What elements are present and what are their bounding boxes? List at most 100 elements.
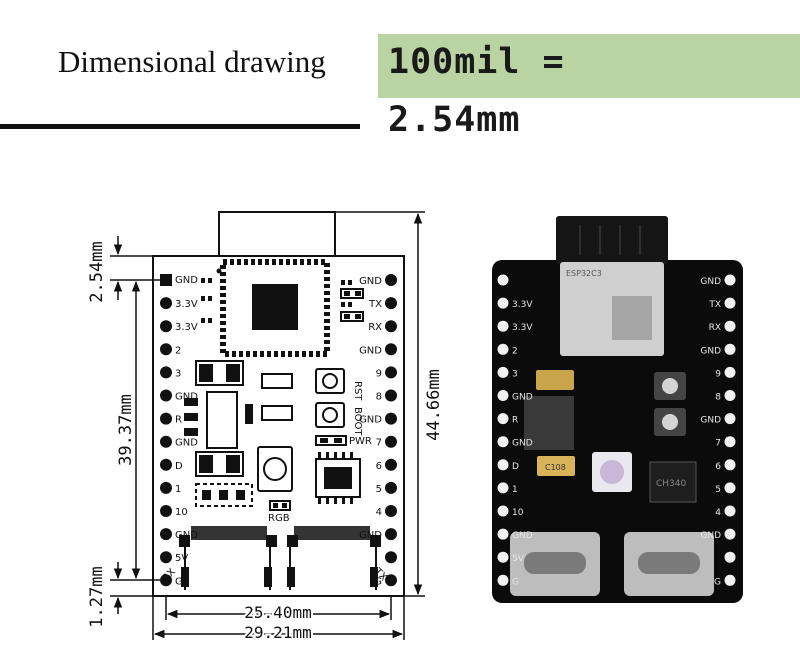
right-pin-header bbox=[385, 274, 397, 587]
dim-body-height: 39.37mm bbox=[116, 394, 136, 466]
right-pin-label: GND bbox=[359, 415, 382, 426]
photo-right-pin-label: 7 bbox=[715, 439, 721, 449]
right-pin bbox=[385, 320, 397, 333]
right-pin-label: RX bbox=[368, 322, 382, 333]
photo-pcb bbox=[492, 260, 743, 603]
right-pin bbox=[385, 458, 397, 471]
photo-right-pin-label: GND bbox=[700, 277, 721, 287]
buttons bbox=[257, 368, 345, 492]
photo-left-pin-label: 2 bbox=[512, 346, 518, 356]
left-pin bbox=[160, 412, 172, 425]
esp-module bbox=[216, 259, 330, 357]
right-pin bbox=[385, 574, 397, 587]
photo-rgb-led-lens bbox=[600, 460, 624, 484]
left-pin bbox=[160, 505, 172, 517]
right-pin-label: TX bbox=[368, 299, 382, 310]
diode-pads bbox=[195, 483, 291, 511]
photo-right-pin-label: 9 bbox=[715, 369, 721, 379]
regulator-area bbox=[184, 360, 253, 477]
right-pin-label: 9 bbox=[376, 368, 382, 379]
photo-regulator bbox=[524, 396, 574, 450]
right-pin bbox=[385, 505, 397, 517]
dim-top-pitch: 2.54mm bbox=[87, 241, 107, 302]
photo-ch340-label: CH340 bbox=[656, 479, 687, 489]
photo-right-pin bbox=[724, 343, 736, 355]
photo-right-pin-label: GND bbox=[700, 531, 721, 541]
photo-usb-ports bbox=[510, 532, 714, 596]
title-underline bbox=[0, 124, 360, 129]
photo-left-pin-label: 5V bbox=[512, 554, 525, 564]
photo-right-pin-label: 8 bbox=[715, 393, 721, 403]
dimension-labels: 2.54mm 39.37mm 1.27mm 44.66mm 25.40mm 29… bbox=[87, 241, 444, 644]
photo-left-pin bbox=[497, 413, 509, 425]
dim-total-height: 44.66mm bbox=[424, 369, 444, 441]
left-pin-label: GND bbox=[175, 438, 198, 449]
left-pin-label: D bbox=[175, 461, 183, 472]
dimension-lines bbox=[110, 211, 425, 640]
photo-right-pin-label: 4 bbox=[715, 508, 721, 518]
photo-right-pin-label: TX bbox=[708, 300, 721, 310]
photo-ch340 bbox=[649, 461, 697, 503]
right-pin-label: GND bbox=[359, 276, 382, 287]
right-pin bbox=[385, 551, 397, 564]
photo-left-pin-label: GND bbox=[512, 393, 533, 403]
right-pin bbox=[385, 366, 397, 379]
photo-left-pin-label: 10 bbox=[512, 508, 524, 518]
photo-left-pin-label: GND bbox=[512, 531, 533, 541]
dim-board-width: 29.21mm bbox=[244, 623, 311, 642]
left-pin-label: 5V bbox=[175, 553, 188, 564]
photo-left-pin-label: 3 bbox=[512, 369, 518, 379]
photo-antenna-lines bbox=[579, 225, 641, 255]
equation-line-2: 2.54mm bbox=[388, 100, 521, 140]
photo-right-pin bbox=[724, 505, 736, 517]
photo-capacitor bbox=[536, 370, 574, 390]
equation-box bbox=[378, 34, 800, 98]
photo-left-pin bbox=[497, 343, 509, 355]
photo-left-pin-label: 1 bbox=[512, 485, 518, 495]
photo-led-label: C108 bbox=[545, 463, 566, 472]
left-pin bbox=[160, 343, 172, 356]
right-pin bbox=[385, 412, 397, 425]
left-pin-label: 1 bbox=[175, 484, 181, 495]
photo-esp-qr bbox=[612, 296, 652, 340]
left-pin-label: GND bbox=[175, 530, 198, 541]
photo-right-pin bbox=[724, 274, 736, 286]
photo-esp-label: ESP32C3 bbox=[566, 269, 602, 278]
left-pin-label: GND bbox=[175, 392, 198, 403]
photo-right-pin bbox=[724, 366, 736, 378]
left-pin bbox=[160, 551, 172, 564]
dim-bottom-pitch: 1.27mm bbox=[87, 566, 107, 627]
left-pin-square bbox=[160, 274, 172, 286]
left-pin bbox=[160, 366, 172, 379]
photo-right-pin bbox=[724, 436, 736, 448]
photo-right-pin bbox=[724, 297, 736, 309]
photo-left-pin bbox=[497, 274, 509, 286]
photo-left-pin-label: D bbox=[512, 462, 519, 472]
usb-connectors bbox=[179, 526, 381, 590]
photo-right-pin-label: G bbox=[714, 577, 721, 587]
right-pin-label: 7 bbox=[376, 438, 382, 449]
equation-line-1: 100mil = bbox=[388, 42, 565, 82]
left-pin bbox=[160, 389, 172, 402]
photo-left-pin bbox=[497, 551, 509, 563]
photo-right-pin-label: 5 bbox=[715, 485, 721, 495]
small-components bbox=[201, 278, 364, 323]
photo-right-pin bbox=[724, 551, 736, 563]
dim-pin-span: 25.40mm bbox=[244, 603, 311, 622]
left-pin bbox=[160, 435, 172, 448]
silk-rgb: RGB bbox=[268, 513, 290, 524]
photo-left-pin-label: G bbox=[512, 577, 519, 587]
right-pin-label: 6 bbox=[376, 461, 382, 472]
right-pin bbox=[385, 528, 397, 541]
left-pin bbox=[160, 320, 172, 333]
page-title: Dimensional drawing bbox=[58, 44, 326, 79]
right-pin-label: 5 bbox=[376, 484, 382, 495]
photo-left-pin bbox=[497, 482, 509, 494]
photo-right-pin bbox=[724, 459, 736, 471]
photo-left-pin bbox=[497, 459, 509, 471]
photo-right-pin bbox=[724, 482, 736, 494]
